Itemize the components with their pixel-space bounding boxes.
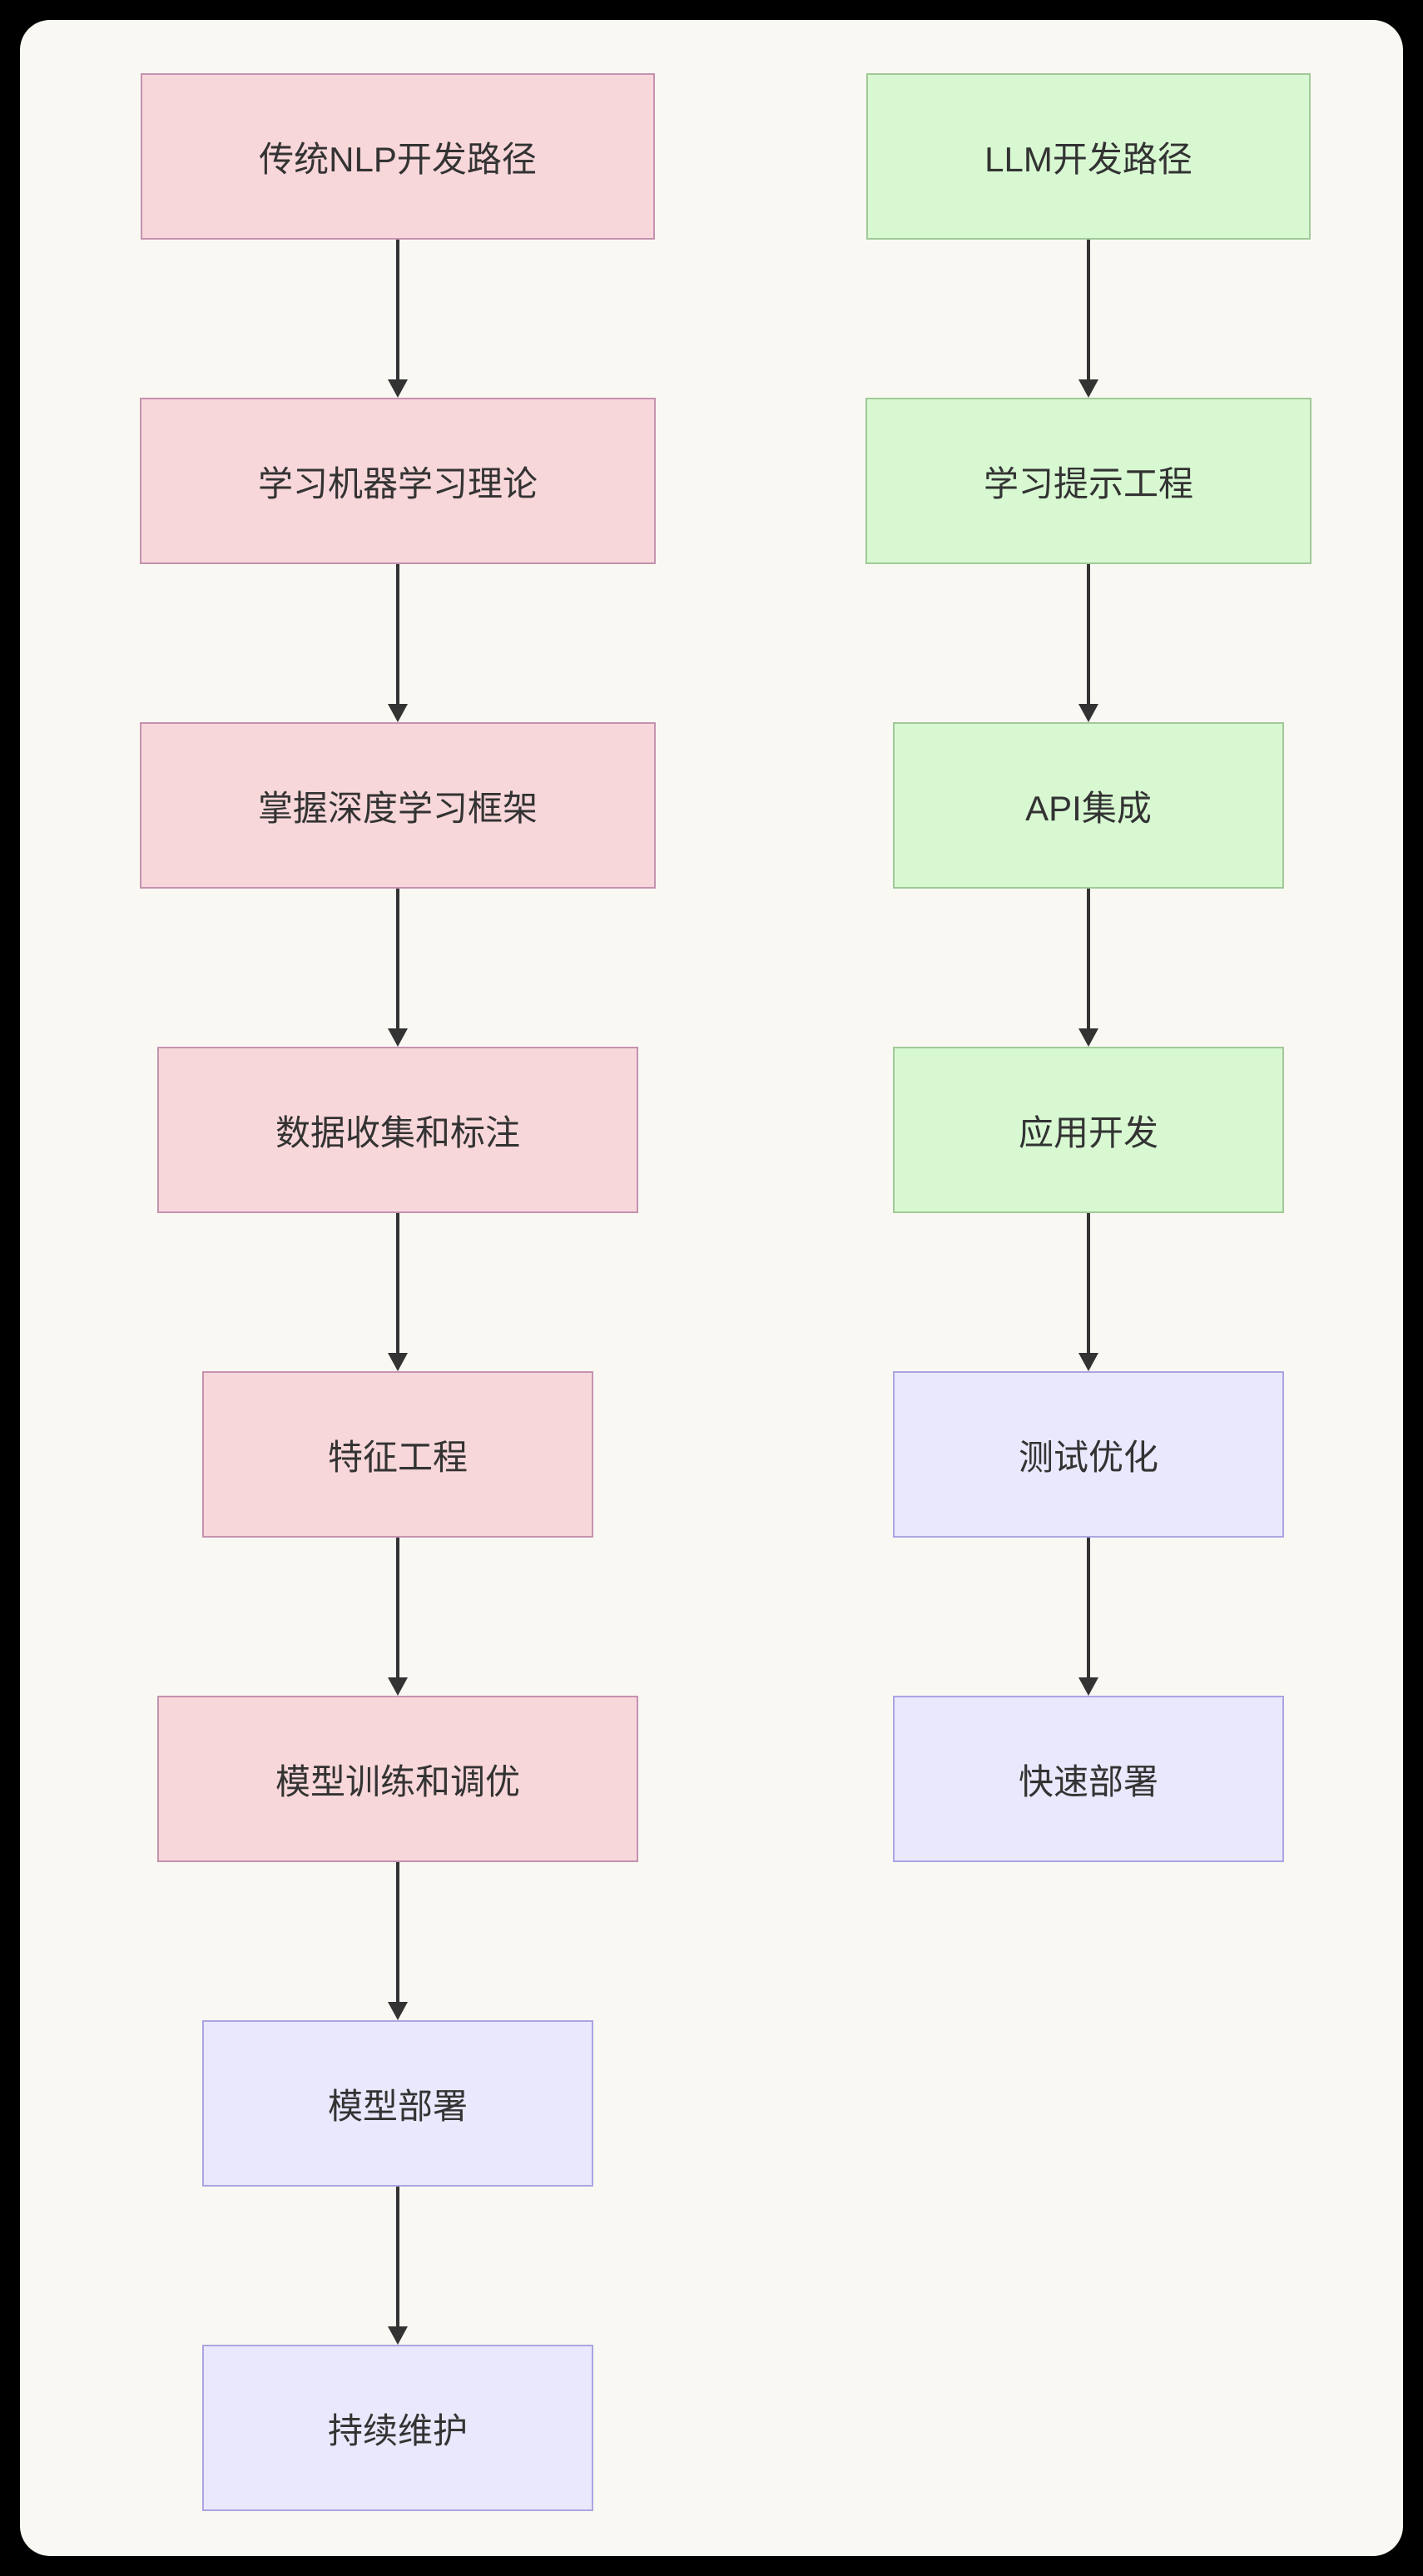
flow-node: 模型部署 [202, 2020, 593, 2187]
flow-node: 学习提示工程 [865, 398, 1311, 564]
flow-node: 掌握深度学习框架 [139, 722, 656, 889]
flow-node: 快速部署 [893, 1696, 1284, 1862]
flow-node: LLM开发路径 [866, 73, 1311, 240]
flow-node: 传统NLP开发路径 [141, 73, 655, 240]
flow-node: 模型训练和调优 [156, 1696, 638, 1862]
arrow-down-icon [1078, 564, 1098, 722]
flow-node: 持续维护 [202, 2345, 593, 2511]
column-traditional-nlp: 传统NLP开发路径 学习机器学习理论 掌握深度学习框架 数据收集和标注 特征工程… [107, 73, 689, 2511]
arrow-down-icon [388, 1862, 408, 2020]
arrow-down-icon [1078, 1538, 1098, 1696]
flow-node: 应用开发 [893, 1047, 1284, 1213]
arrow-down-icon [1078, 889, 1098, 1047]
arrow-down-icon [388, 564, 408, 722]
arrow-down-icon [388, 889, 408, 1047]
diagram-canvas: 传统NLP开发路径 学习机器学习理论 掌握深度学习框架 数据收集和标注 特征工程… [20, 20, 1403, 2556]
flow-node: 特征工程 [202, 1371, 593, 1538]
arrow-down-icon [1078, 1213, 1098, 1371]
flow-node: API集成 [893, 722, 1284, 889]
arrow-down-icon [388, 1213, 408, 1371]
column-llm: LLM开发路径 学习提示工程 API集成 应用开发 测试优化 快速部署 [843, 73, 1334, 1862]
arrow-down-icon [1078, 240, 1098, 398]
flow-node: 测试优化 [893, 1371, 1284, 1538]
arrow-down-icon [388, 2187, 408, 2345]
arrow-down-icon [388, 1538, 408, 1696]
flow-node: 数据收集和标注 [156, 1047, 638, 1213]
arrow-down-icon [388, 240, 408, 398]
flow-node: 学习机器学习理论 [139, 398, 656, 564]
